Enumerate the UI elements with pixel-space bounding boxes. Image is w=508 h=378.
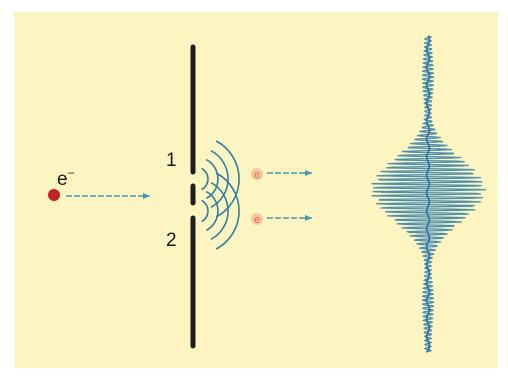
emitted-electron-bottom-label: e [254, 214, 260, 226]
electron-charge: − [68, 166, 75, 180]
slit-2-label: 2 [166, 230, 177, 251]
emitted-electron-top-label: e [254, 169, 260, 181]
background-panel [14, 12, 498, 368]
slit-1-label: 1 [166, 150, 177, 171]
incoming-electron [48, 189, 60, 201]
